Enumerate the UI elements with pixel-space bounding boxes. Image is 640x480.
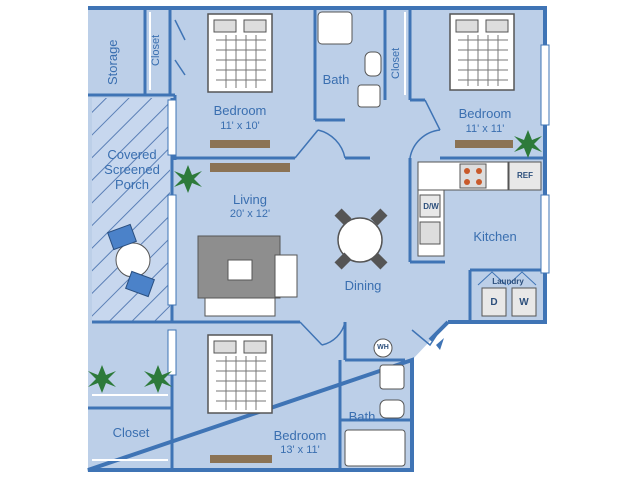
- chair-3: [334, 252, 352, 270]
- entry-arrow-icon: [436, 338, 444, 350]
- room-label-laundry: Laundry: [492, 277, 524, 286]
- room-size-bedroom-2: 11' x 11': [465, 123, 505, 135]
- door-entry: [411, 329, 441, 347]
- dishwasher: [419, 194, 441, 218]
- room-size-living: 20' x 12': [229, 208, 271, 220]
- coffee-table: [227, 259, 253, 281]
- room-label-kitchen: Kitchen: [473, 229, 517, 244]
- porch-furniture: [107, 223, 155, 298]
- bath-1-fixtures: [317, 11, 382, 108]
- tv-console: [210, 163, 290, 172]
- chair-4: [370, 252, 388, 270]
- room-label-closet-1: Closet: [150, 34, 162, 66]
- bathtub-2: [344, 429, 406, 467]
- room-label-bedroom-3: Bedroom: [273, 428, 327, 443]
- sofa: [204, 297, 276, 317]
- room-label-bedroom-2: Bedroom: [458, 106, 512, 121]
- water-heater: [373, 338, 393, 358]
- room-label-porch-1: Covered: [107, 147, 157, 162]
- refrigerator: [508, 161, 542, 191]
- dresser-3: [210, 455, 272, 463]
- room-label-bath-2: Bath: [348, 409, 376, 424]
- room-label-bath-1: Bath: [322, 72, 350, 87]
- kitchen-counters: [417, 161, 542, 257]
- plant-living: [174, 165, 202, 193]
- bed-3: [207, 334, 273, 414]
- windows: [167, 44, 550, 376]
- room-size-bedroom-1: 11' x 10': [220, 120, 260, 132]
- sink-2: [379, 364, 405, 390]
- dryer: [481, 287, 507, 317]
- plant-porch-1: [88, 365, 116, 393]
- porch-chair-2: [125, 270, 155, 298]
- room-size-bedroom-3: 13' x 11': [280, 444, 320, 456]
- window-porch-top: [167, 99, 177, 156]
- plant-porch-2: [144, 365, 172, 393]
- plant-bedroom-2: [514, 130, 542, 158]
- room-label-closet-3: Closet: [112, 425, 150, 440]
- window-porch-mid: [167, 194, 177, 306]
- bathtub-1: [317, 11, 353, 45]
- room-label-bedroom-1: Bedroom: [213, 103, 267, 118]
- chair-1: [334, 208, 352, 226]
- bath-2-fixtures: [344, 364, 406, 467]
- sink-1: [357, 84, 381, 108]
- door-swings: [174, 19, 441, 347]
- dryer-label: D: [490, 297, 498, 308]
- chair-2: [370, 208, 388, 226]
- kitchen-sink: [419, 221, 441, 245]
- toilet-1: [364, 51, 382, 77]
- dresser-2: [455, 140, 513, 148]
- refrigerator-label: REF: [517, 171, 533, 180]
- room-label-closet-2: Closet: [390, 47, 402, 79]
- window-porch-low: [167, 329, 177, 376]
- window-kitchen: [540, 194, 550, 274]
- plants: [88, 130, 542, 393]
- bed-1: [207, 13, 273, 93]
- door-bedroom-1: [294, 129, 346, 159]
- bed-2: [449, 13, 515, 91]
- dishwasher-label: D/W: [423, 202, 439, 211]
- room-label-living: Living: [233, 192, 267, 207]
- laundry-roof: [477, 271, 537, 286]
- laundry-machines: [481, 287, 537, 317]
- room-label-porch-3: Porch: [115, 177, 149, 192]
- window-bedroom-2: [540, 44, 550, 126]
- dresser-1: [210, 140, 270, 148]
- washer: [511, 287, 537, 317]
- door-closet-1: [174, 19, 186, 76]
- door-bedroom-3: [299, 321, 346, 346]
- toilet-2: [379, 399, 405, 419]
- room-label-porch-2: Screened: [104, 162, 160, 177]
- door-bedroom-2: [409, 99, 441, 159]
- room-label-storage: Storage: [105, 39, 120, 85]
- washer-label: W: [519, 297, 529, 308]
- living-furniture: [197, 235, 298, 317]
- water-heater-label: WH: [377, 344, 389, 351]
- dining-table: [337, 217, 383, 263]
- porch-chair-1: [107, 223, 137, 251]
- armchair: [274, 254, 298, 298]
- dining-set: [334, 208, 388, 270]
- room-label-dining: Dining: [344, 278, 382, 293]
- stove: [459, 163, 487, 189]
- closet-shelves: [92, 12, 406, 461]
